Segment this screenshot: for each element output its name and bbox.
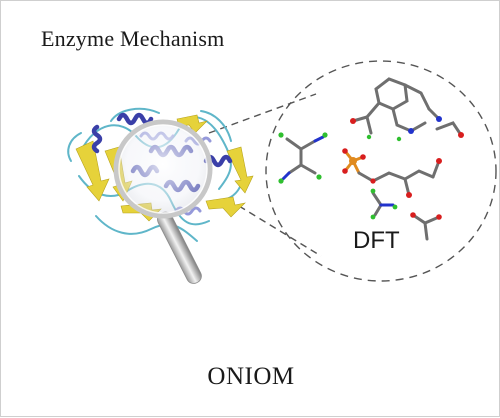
dft-active-site-molecules [278, 77, 464, 241]
qm-region-zoom-circle [265, 60, 497, 282]
magnifying-glass-icon [113, 119, 213, 284]
dft-label: DFT [353, 227, 400, 254]
zoom-connector-lines [208, 93, 322, 257]
oniom-label: ONIOM [207, 363, 295, 390]
figure-title: Enzyme Mechanism [41, 26, 225, 51]
